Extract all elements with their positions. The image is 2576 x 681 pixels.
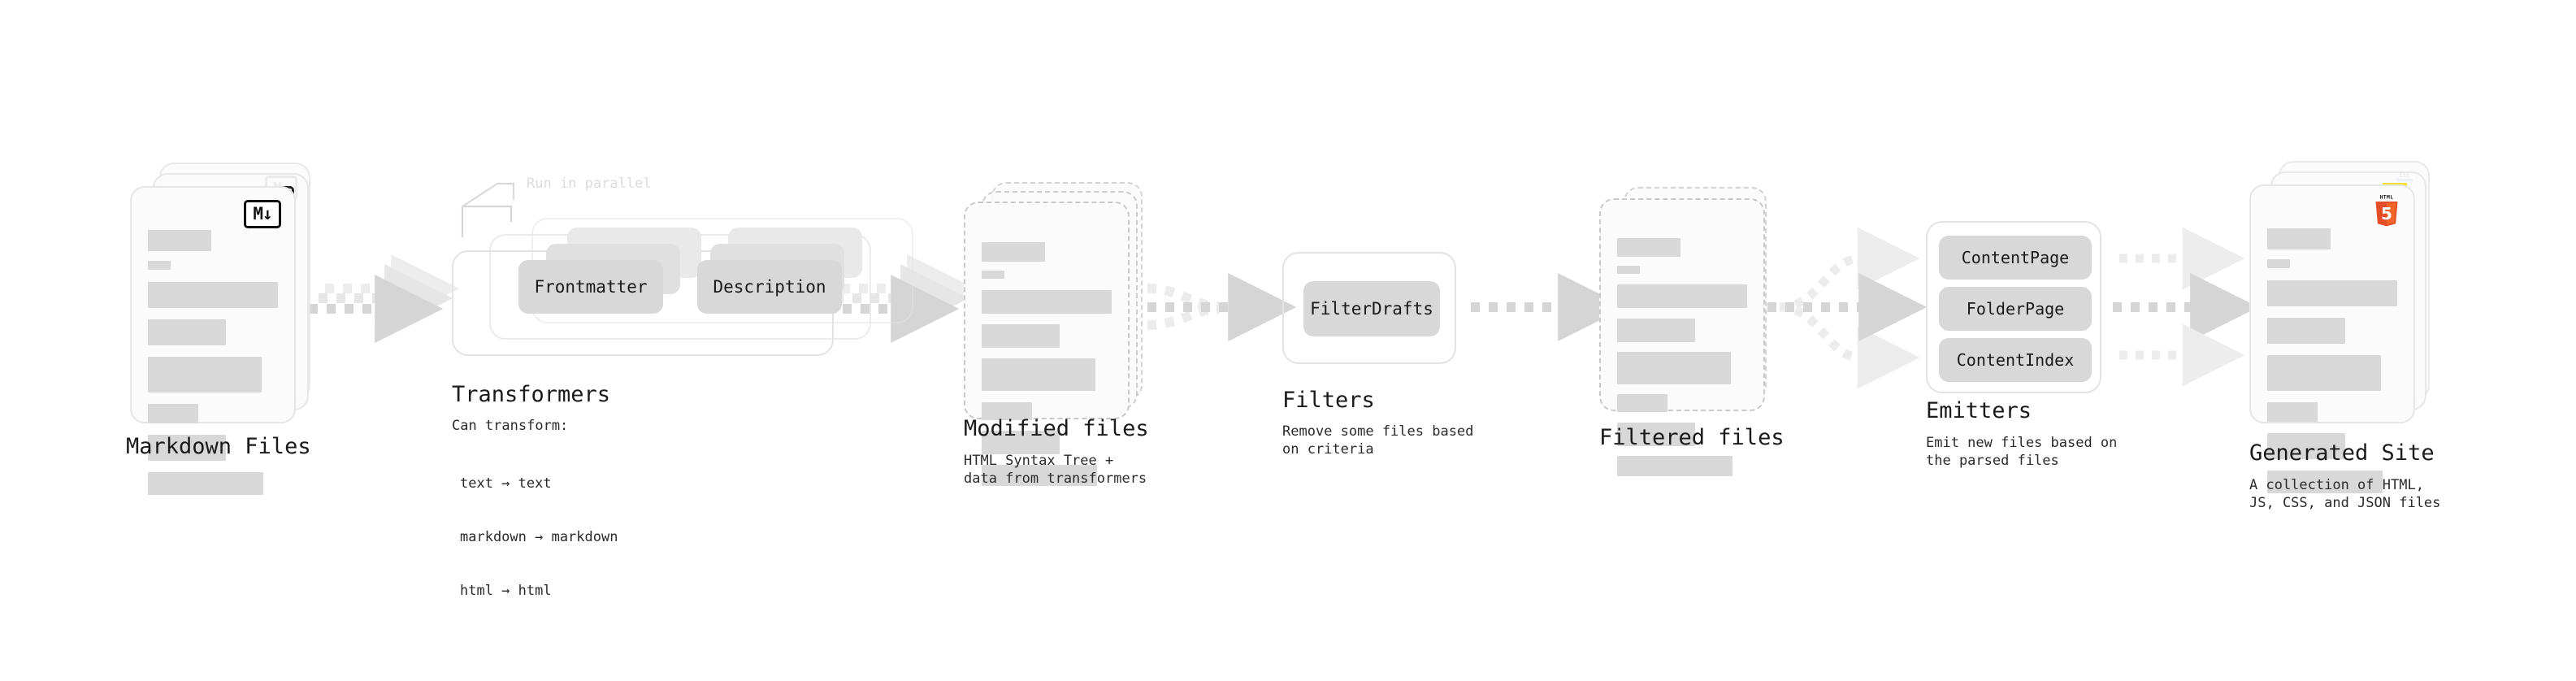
transformer-pill-frontmatter[interactable]: Frontmatter: [518, 260, 663, 314]
transformers-bullet-list: text → text markdown → markdown html → h…: [460, 439, 618, 635]
skeleton-bar: [982, 324, 1060, 348]
skeleton-bar: [148, 230, 211, 251]
skeleton-bar: [1617, 284, 1747, 308]
skeleton-bar: [982, 431, 1060, 454]
arrow-markdown-to-transformers: [309, 254, 460, 343]
skeleton-bar: [148, 357, 262, 393]
markdown-card-front: M↓: [130, 186, 296, 495]
transformer-pill-description[interactable]: Description: [697, 260, 842, 314]
skeleton-bar: [148, 261, 171, 270]
transformers-bullet-0: text → text: [460, 475, 552, 492]
skeleton-bar: [2267, 280, 2397, 306]
svg-text:5: 5: [2381, 204, 2392, 223]
filtered-card-front: [1599, 198, 1765, 476]
skeleton-bar: [982, 271, 1004, 279]
modified-files-subtitle-1: data from transformers: [964, 471, 1147, 487]
emitters-subtitle-1: the parsed files: [1926, 453, 2059, 469]
emitters-subtitle-0: Emit new files based on: [1926, 435, 2118, 451]
skeleton-bar: [2267, 318, 2345, 344]
skeleton-bar: [982, 358, 1095, 391]
skeleton-bar: [148, 282, 278, 308]
modified-files-subtitle-0: HTML Syntax Tree +: [964, 453, 1114, 469]
markdown-icon: M↓: [244, 200, 281, 228]
skeleton-bar: [1617, 423, 1695, 446]
emitter-pill-folderpage[interactable]: FolderPage: [1939, 287, 2092, 331]
stage-title-filters: Filters: [1282, 388, 1375, 413]
skeleton-bar: [2267, 402, 2318, 422]
stage-title-generated-site: Generated Site: [2249, 440, 2435, 466]
skeleton-bar: [982, 242, 1045, 262]
skeleton-bar: [1617, 238, 1680, 257]
skeleton-bar: [1617, 352, 1731, 384]
emitter-pill-contentindex[interactable]: ContentIndex: [1939, 338, 2092, 382]
skeleton-bar: [2267, 471, 2383, 493]
svg-text:HTML: HTML: [2380, 194, 2394, 201]
skeleton-bar: [982, 465, 1097, 486]
skeleton-bar: [148, 435, 226, 461]
skeleton-bar: [1617, 319, 1695, 342]
skeleton-bar: [982, 290, 1112, 314]
run-in-parallel-bracket: [461, 182, 515, 237]
run-in-parallel-note: Run in parallel: [527, 176, 652, 192]
arrow-emitters-to-site: [2113, 227, 2259, 387]
emitters-box: ContentPage FolderPage ContentIndex: [1926, 221, 2101, 393]
transformers-bullet-1: markdown → markdown: [460, 529, 618, 545]
filter-pill-filterdrafts[interactable]: FilterDrafts: [1303, 281, 1440, 336]
stage-title-markdown-files: Markdown Files: [126, 434, 311, 459]
skeleton-bar: [1617, 394, 1667, 412]
filters-box: FilterDrafts: [1282, 252, 1456, 364]
skeleton-bar: [148, 404, 198, 423]
generated-site-subtitle-0: A collection of HTML,: [2249, 477, 2424, 493]
site-card-front: HTML 5: [2249, 184, 2415, 493]
stage-title-modified-files: Modified files: [964, 416, 1149, 441]
transformers-bullet-2: html → html: [460, 583, 552, 599]
skeleton-bar: [2267, 355, 2381, 391]
skeleton-bar: [148, 319, 226, 345]
html5-icon: HTML 5: [2375, 194, 2398, 227]
skeleton-bar: [1617, 456, 1733, 476]
skeleton-bar: [2267, 259, 2290, 268]
skeleton-bar: [982, 402, 1032, 420]
skeleton-bar: [1617, 266, 1640, 274]
skeleton-bar: [2267, 433, 2345, 459]
arrow-modified-to-filters: [1147, 273, 1297, 341]
skeleton-bar: [148, 472, 263, 495]
skeleton-bar: [2267, 228, 2331, 249]
emitter-pill-contentpage[interactable]: ContentPage: [1939, 236, 2092, 280]
stage-title-transformers: Transformers: [452, 382, 611, 407]
arrow-filtered-to-emitters: [1767, 227, 1928, 389]
stage-title-filtered-files: Filtered files: [1599, 425, 1785, 450]
transformers-subtitle: Can transform:: [452, 418, 569, 434]
modified-card-front: [964, 202, 1130, 486]
filters-subtitle-1: on criteria: [1282, 441, 1374, 458]
filters-subtitle-0: Remove some files based: [1282, 423, 1474, 440]
generated-site-subtitle-1: JS, CSS, and JSON files: [2249, 495, 2441, 511]
stage-title-emitters: Emitters: [1926, 398, 2032, 423]
